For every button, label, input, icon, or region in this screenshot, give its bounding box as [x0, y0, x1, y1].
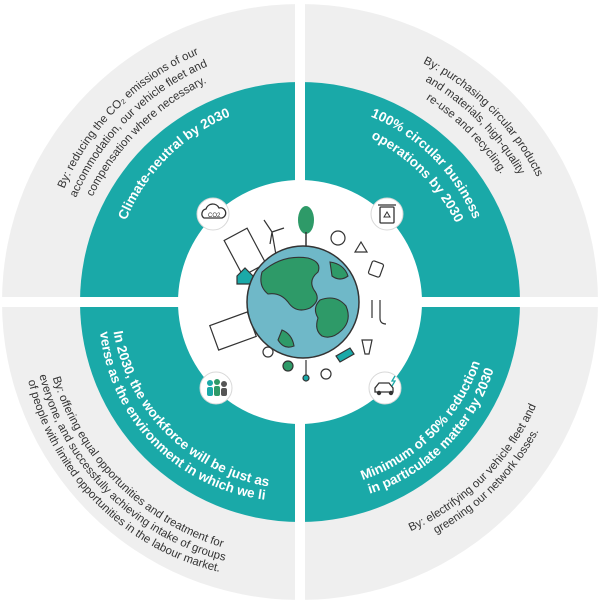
co2-cloud-icon: CO2 — [196, 197, 230, 231]
earth-globe-icon — [208, 206, 387, 382]
diverse-people-icon — [199, 371, 233, 405]
svg-text:CO2: CO2 — [208, 213, 221, 219]
recycle-bin-icon — [370, 197, 404, 231]
electric-car-icon — [368, 371, 402, 405]
